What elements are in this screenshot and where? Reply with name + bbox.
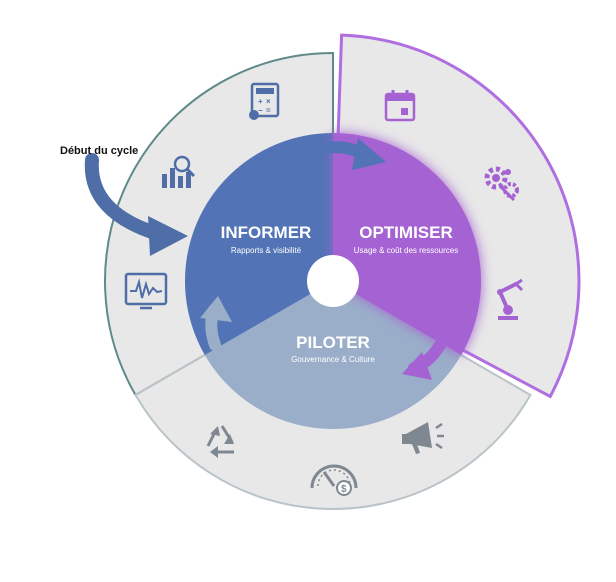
segment-optimiser[interactable] — [333, 133, 481, 355]
svg-text:$: $ — [341, 484, 347, 495]
monitor-waveform-icon — [124, 272, 168, 310]
svg-text:×: × — [266, 97, 271, 106]
robot-arm-icon — [497, 278, 524, 320]
optimiser-subtitle: Usage & coût des ressources — [354, 246, 459, 255]
gears-icon — [484, 166, 519, 202]
piloter-subtitle: Gouvernance & Culture — [291, 355, 375, 364]
svg-text:−: − — [258, 106, 263, 115]
piloter-title: PILOTER — [296, 333, 370, 352]
cycle-arrow-informer-optimiser — [312, 138, 386, 170]
cycle-arrow-optimiser-piloter — [402, 339, 446, 380]
megaphone-icon — [402, 422, 444, 454]
calculator-icon: + × − = — [249, 82, 280, 120]
calendar-icon — [384, 90, 416, 122]
magnifier-chart-icon — [162, 155, 196, 188]
gauge-dollar-icon: $ — [310, 464, 358, 496]
cycle-arrow-piloter-informer — [200, 296, 232, 351]
svg-text:+: + — [258, 97, 263, 106]
informer-title: INFORMER — [221, 223, 312, 242]
center-hub — [307, 255, 359, 307]
optimiser-title: OPTIMISER — [359, 223, 453, 242]
recycle-icon — [206, 425, 234, 458]
informer-subtitle: Rapports & visibilité — [231, 246, 302, 255]
segment-informer[interactable] — [185, 133, 333, 355]
start-arrow — [84, 153, 188, 256]
start-label: Début du cycle — [60, 145, 138, 157]
svg-text:=: = — [266, 106, 271, 115]
